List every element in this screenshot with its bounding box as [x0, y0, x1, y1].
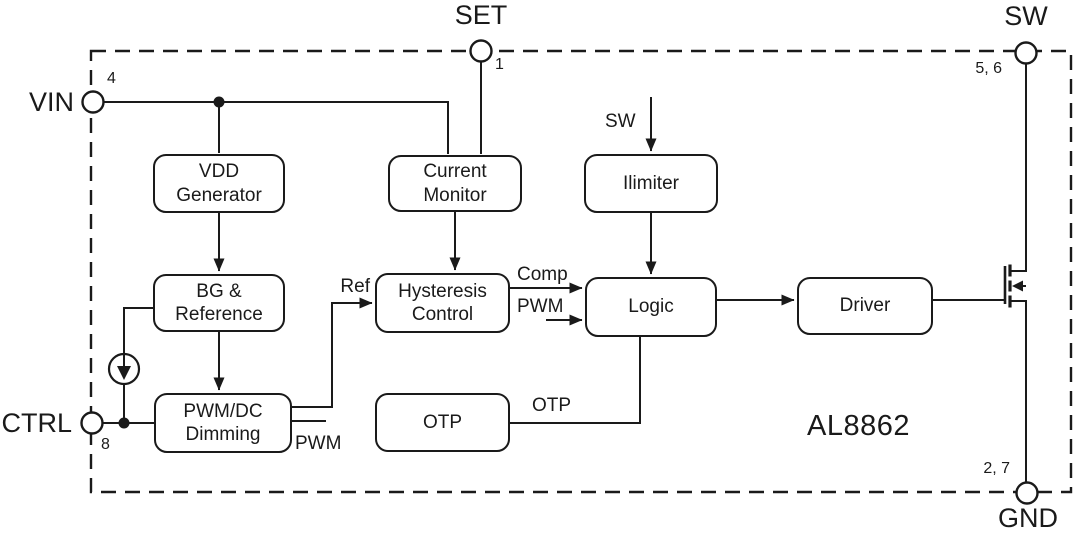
wire-group	[102, 62, 1027, 482]
wire-sw-to-drain	[1010, 64, 1027, 272]
pin-circle-gnd	[1015, 481, 1039, 505]
wire-otp	[510, 337, 641, 424]
block-vdd-generator-label: VDD Generator	[176, 161, 262, 206]
pin-circle-sw	[1014, 41, 1038, 65]
block-vdd-generator: VDD Generator	[153, 154, 285, 213]
block-hysteresis-control: Hysteresis Control	[375, 273, 510, 333]
block-otp-label: OTP	[422, 411, 463, 433]
block-driver-label: Driver	[839, 295, 891, 317]
block-driver: Driver	[797, 277, 933, 335]
block-logic: Logic	[585, 277, 717, 337]
wire-source-to-gnd	[1010, 300, 1027, 482]
block-otp: OTP	[375, 393, 510, 452]
pin-number-vin: 4	[107, 70, 116, 87]
pin-circle-ctrl	[80, 411, 104, 435]
pin-number-sw: 5, 6	[975, 60, 1002, 77]
pin-label-sw: SW	[1004, 1, 1048, 31]
pin-label-ctrl: CTRL	[1, 408, 72, 438]
block-current-monitor-label: Current Monitor	[423, 161, 487, 206]
block-bg-reference-label: BG & Reference	[175, 280, 263, 325]
block-current-monitor: Current Monitor	[388, 155, 522, 212]
wire-vin-rail	[104, 101, 449, 154]
pin-label-set: SET	[454, 0, 508, 30]
pin-number-gnd: 2, 7	[983, 460, 1010, 477]
chip-boundary	[89, 49, 1073, 494]
signal-label-pwm-to-logic: PWM	[517, 296, 564, 317]
signal-label-ref: Ref	[340, 276, 370, 297]
junction-dot-vin	[213, 96, 225, 108]
pin-number-set: 1	[495, 56, 504, 73]
block-pwm-dc-dimming: PWM/DC Dimming	[154, 393, 292, 453]
block-logic-label: Logic	[628, 296, 674, 318]
signal-label-pwm-from-dimming: PWM	[295, 433, 342, 454]
pin-circle-vin	[81, 90, 105, 114]
junction-dot-ctrl	[118, 417, 130, 429]
block-ilimiter-label: Ilimiter	[623, 172, 679, 194]
block-hysteresis-control-label: Hysteresis Control	[398, 280, 487, 325]
signal-label-otp: OTP	[532, 395, 572, 416]
current-source-symbol	[107, 352, 141, 386]
block-bg-reference: BG & Reference	[153, 274, 285, 332]
block-pwm-dc-dimming-label: PWM/DC Dimming	[183, 400, 263, 445]
pin-label-vin: VIN	[28, 87, 74, 117]
signal-label-sw-sense: SW	[605, 111, 636, 132]
block-ilimiter: Ilimiter	[584, 154, 718, 213]
wire-ref	[292, 297, 373, 408]
pin-circle-set	[469, 39, 493, 63]
pin-number-ctrl: 8	[101, 436, 110, 453]
signal-label-comp: Comp	[517, 264, 568, 285]
pin-label-gnd: GND	[998, 503, 1058, 533]
part-number: AL8862	[807, 410, 910, 442]
mosfet-symbol	[1003, 264, 1026, 308]
